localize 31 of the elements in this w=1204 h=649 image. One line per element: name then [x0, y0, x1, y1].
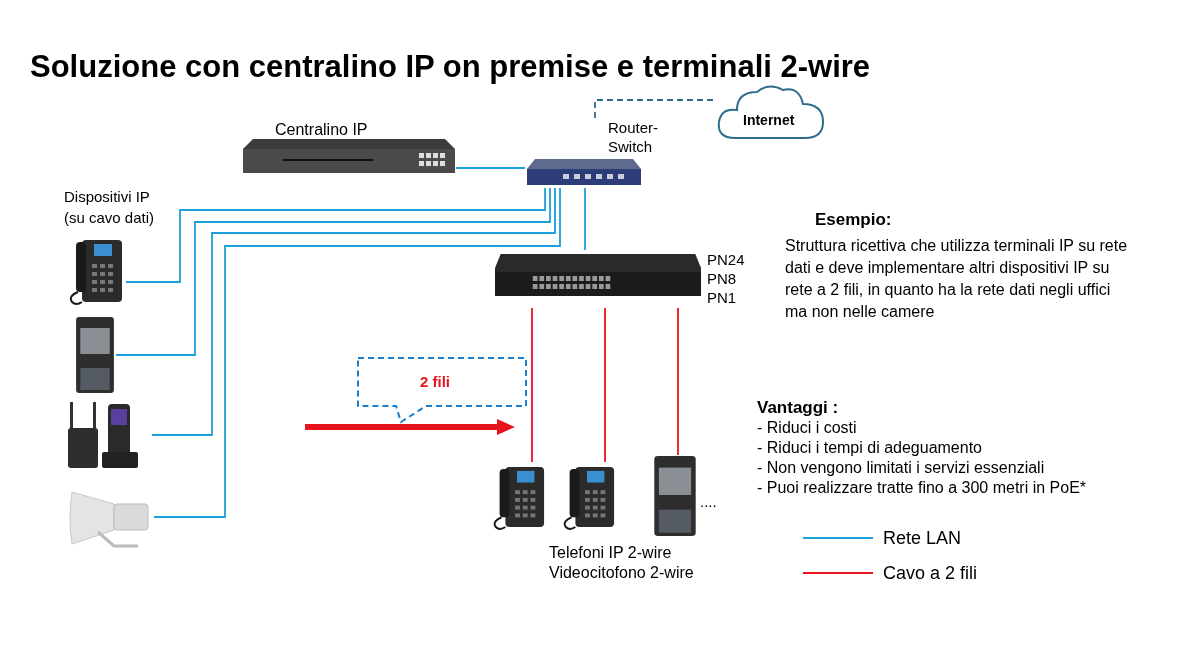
- section-heading: Esempio:: [815, 209, 892, 231]
- section-heading: Vantaggi :: [757, 397, 839, 419]
- cable-line: [151, 187, 556, 436]
- cloud-label: Internet: [743, 111, 795, 130]
- group-label: Dispositivi IP (su cavo dati): [64, 187, 156, 228]
- port-label: PN8: [707, 269, 738, 288]
- title: Soluzione con centralino IP on premise e terminali 2-wire: [30, 48, 871, 86]
- cable-line: [455, 167, 526, 169]
- device-label: Centralino IP: [275, 120, 368, 140]
- cable-line: [125, 187, 546, 283]
- cable-line: [677, 307, 679, 456]
- legend-label: Rete LAN: [883, 527, 962, 549]
- bullet-item: - Riduci i costi: [757, 418, 858, 438]
- callout-label: 2 fili: [420, 372, 450, 392]
- port-label: PN24: [707, 250, 745, 269]
- caption-text: Telefoni IP 2-wire: [549, 543, 673, 563]
- cable-line: [584, 187, 586, 251]
- cable-line: [153, 187, 561, 518]
- bullet-item: - Puoi realizzare tratte fino a 300 metri in PoE*: [757, 478, 1087, 498]
- cable-line: [594, 99, 716, 119]
- description-paragraph: Struttura ricettiva che utilizza terminali IP su rete dati e deve implementare altri dispositivi IP su rete a 2 fili, in quanto ha la rete dati negli uffici ma non nelle camere: [785, 236, 1129, 322]
- legend-label: Cavo a 2 fili: [883, 562, 978, 584]
- device-label: Router-Switch: [608, 118, 660, 156]
- ellipsis-text: ....: [700, 492, 717, 512]
- bullet-item: - Non vengono limitati i servizi essenziali: [757, 458, 1046, 478]
- cable-line: [604, 307, 606, 463]
- cable-line: [115, 187, 551, 356]
- bullet-item: - Riduci i tempi di adeguamento: [757, 438, 983, 458]
- port-label: PN1: [707, 288, 738, 307]
- cable-line: [531, 307, 533, 463]
- caption-text: Videocitofono 2-wire: [549, 563, 694, 583]
